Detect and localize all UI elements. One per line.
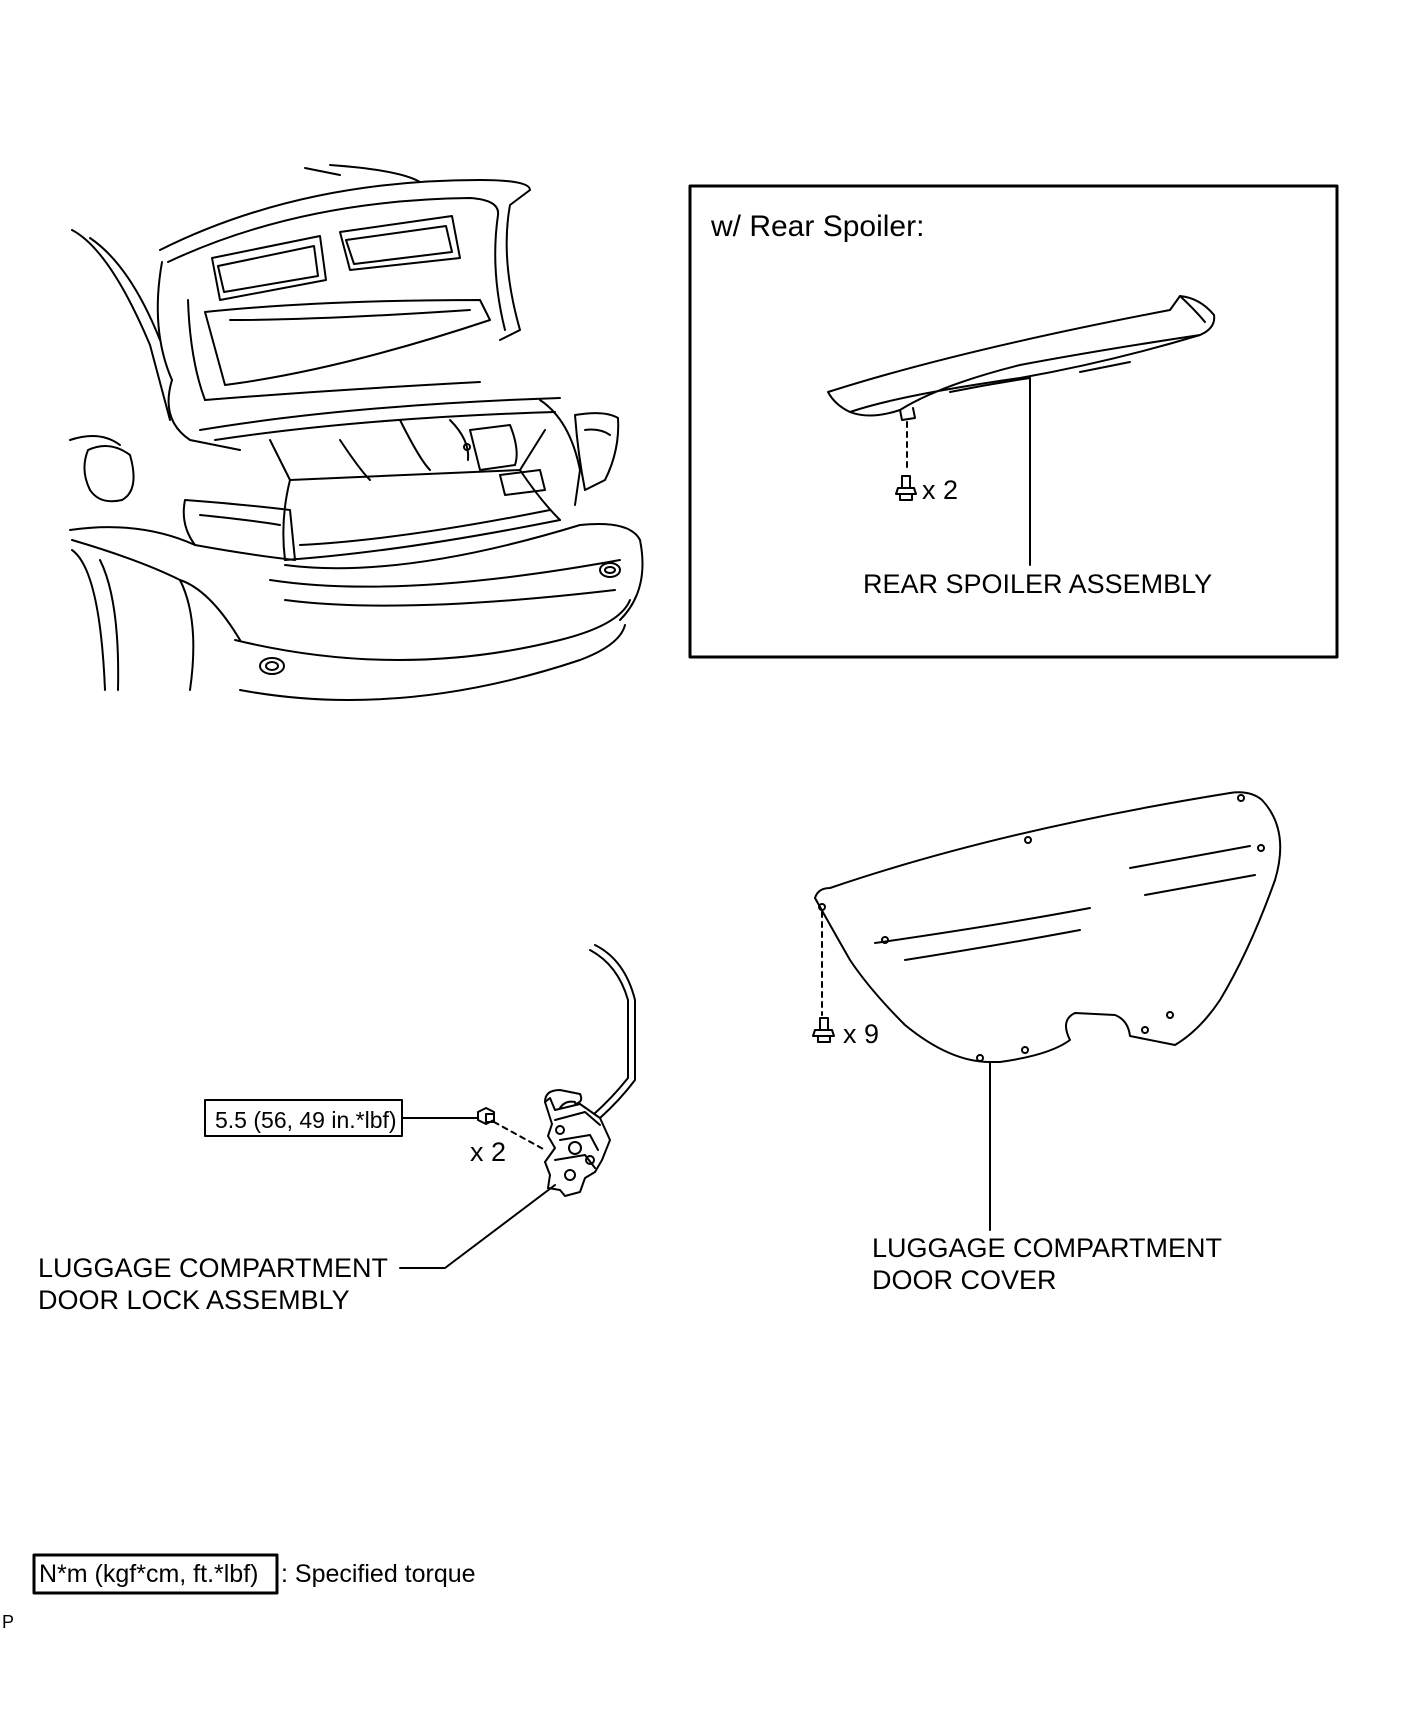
door-lock-label-line2: DOOR LOCK ASSEMBLY	[38, 1285, 350, 1315]
corner-mark: P	[2, 1612, 15, 1632]
door-lock-label-line1: LUGGAGE COMPARTMENT	[38, 1253, 389, 1283]
clip-icon	[812, 1017, 835, 1043]
torque-spec-value: 5.5 (56, 49 in.*lbf)	[215, 1107, 397, 1133]
car-rear-illustration	[69, 164, 644, 701]
door-cover-label-line2: DOOR COVER	[872, 1265, 1057, 1295]
door-lock-fastener-qty: x 2	[470, 1137, 507, 1167]
rear-spoiler-shape	[827, 295, 1216, 417]
clip-icon	[895, 475, 917, 501]
clip-holes	[818, 794, 1265, 1062]
bolt-icon	[477, 1107, 495, 1125]
door-cover-fastener-qty: x 9	[843, 1019, 880, 1049]
spoiler-inset-title: w/ Rear Spoiler:	[711, 210, 925, 243]
spoiler-fastener-qty: x 2	[922, 475, 959, 505]
inset-frame	[688, 184, 1339, 659]
legend-torque-box	[32, 1553, 279, 1595]
rear-spoiler-label: REAR SPOILER ASSEMBLY	[863, 569, 1213, 599]
door-lock-illustration	[204, 944, 636, 1269]
rear-spoiler-inset	[688, 184, 1339, 659]
door-cover-label-line1: LUGGAGE COMPARTMENT	[872, 1233, 1223, 1263]
door-cover-shape	[814, 791, 1282, 1063]
door-cover-illustration	[812, 791, 1282, 1231]
door-lock-shape	[544, 1097, 611, 1197]
legend-torque-desc: : Specified torque	[281, 1560, 476, 1588]
torque-spec-box	[204, 1099, 403, 1137]
legend-torque-unit: N*m (kgf*cm, ft.*lbf)	[39, 1560, 259, 1588]
